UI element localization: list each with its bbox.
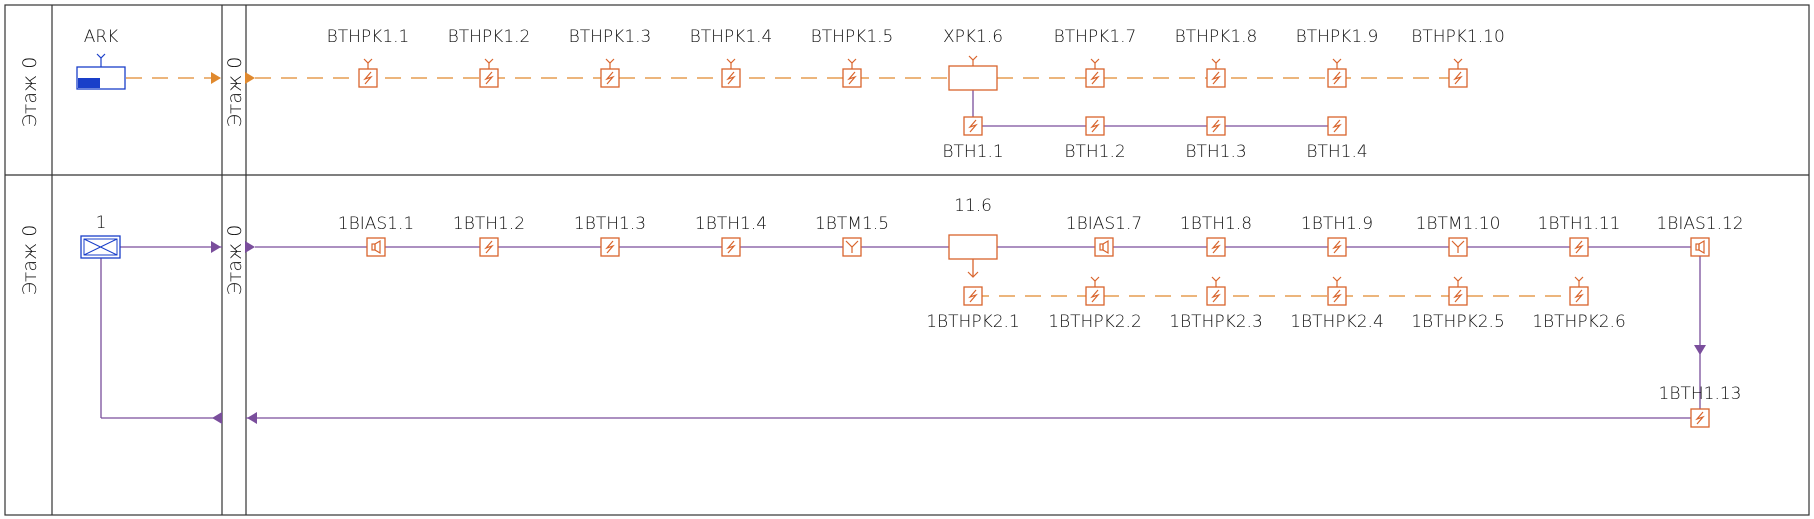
row1-label-BTHPK1.4: BTHPK1.4 <box>690 27 773 47</box>
row2-label-1BTH1.11: 1BTH1.11 <box>1538 214 1621 234</box>
row1-label-BTHPK1.9: BTHPK1.9 <box>1296 27 1379 47</box>
row1-device-BTHPK1.2[interactable] <box>479 58 499 88</box>
row1-branch-label-BTH1.3: BTH1.3 <box>1185 142 1246 162</box>
row1-device-BTHPK1.8[interactable] <box>1206 58 1226 88</box>
row2-feed-arrow-left <box>211 241 221 253</box>
floor-label-row1: Этаж 0 <box>19 57 41 128</box>
row2-return-arrow-down <box>1694 345 1706 355</box>
riser-floor-label-row1: Этаж 0 <box>224 57 246 128</box>
row2-device-1BTM1.10[interactable] <box>1448 237 1468 257</box>
row1-label-XPK1.6: XPK1.6 <box>943 27 1003 47</box>
row1-branch-label-BTH1.1: BTH1.1 <box>942 142 1003 162</box>
junction-box-1[interactable] <box>80 235 121 259</box>
row2-branch-device-1BTHPK2.1[interactable] <box>963 286 983 306</box>
row1-branch-label-BTH1.4: BTH1.4 <box>1306 142 1367 162</box>
row2-device-1BTH1.9[interactable] <box>1327 237 1347 257</box>
row2-branch-device-1BTHPK2.4[interactable] <box>1327 276 1347 306</box>
diagram-frame <box>4 4 1810 516</box>
row2-label-1BIAS1.12: 1BIAS1.12 <box>1656 214 1743 234</box>
row2-label-1BTH1.9: 1BTH1.9 <box>1301 214 1373 234</box>
row2-branch-label-1BTHPK2.6: 1BTHPK2.6 <box>1532 312 1626 332</box>
control-panel-ark[interactable] <box>76 53 126 90</box>
row1-device-BTHPK1.1[interactable] <box>358 58 378 88</box>
row1-label-BTHPK1.3: BTHPK1.3 <box>569 27 652 47</box>
row2-label-1BTM1.10: 1BTM1.10 <box>1416 214 1501 234</box>
row1-label-BTHPK1.8: BTHPK1.8 <box>1175 27 1258 47</box>
row2-device-1BTH1.4[interactable] <box>721 237 741 257</box>
row2-branch-label-1BTHPK2.4: 1BTHPK2.4 <box>1290 312 1384 332</box>
row2-return-arrow-right <box>247 412 257 424</box>
row2-branch-device-1BTHPK2.3[interactable] <box>1206 276 1226 306</box>
row2-branch-label-1BTHPK2.5: 1BTHPK2.5 <box>1411 312 1505 332</box>
row2-device-1BTH1.3[interactable] <box>600 237 620 257</box>
row2-return-arrow-left <box>212 412 222 424</box>
row1-label-BTHPK1.5: BTHPK1.5 <box>811 27 894 47</box>
row1-branch-device-BTH1.2[interactable] <box>1085 116 1105 136</box>
row1-label-BTHPK1.7: BTHPK1.7 <box>1054 27 1137 47</box>
row2-branch-device-1BTHPK2.6[interactable] <box>1569 276 1589 306</box>
row2-device-1BTH1.11[interactable] <box>1569 237 1589 257</box>
row2-branch-drop-tip <box>967 271 979 278</box>
device-labels: ARK BTHPK1.1 BTHPK1.2 BTHPK1.3 BTHPK1.4 BTHPK… <box>84 27 1744 404</box>
row2-label-11.6: 11.6 <box>954 196 992 216</box>
row2-branch-label-1BTHPK2.2: 1BTHPK2.2 <box>1048 312 1142 332</box>
row1-feed-arrow-left <box>211 72 221 84</box>
row1-device-BTHPK1.5[interactable] <box>842 58 862 88</box>
row2-label-1BTH1.4: 1BTH1.4 <box>695 214 767 234</box>
row2-device-1BIAS1.12[interactable] <box>1690 237 1710 257</box>
row2-branch-label-1BTHPK2.1: 1BTHPK2.1 <box>926 312 1020 332</box>
row2-device-1BIAS1.7[interactable] <box>1094 237 1114 257</box>
row2-feed-arrow-right <box>245 241 255 253</box>
row1-device-BTHPK1.4[interactable] <box>721 58 741 88</box>
row1-branch-device-BTH1.4[interactable] <box>1327 116 1347 136</box>
row1-device-BTHPK1.7[interactable] <box>1085 58 1105 88</box>
row1-feed-arrow-right <box>245 72 255 84</box>
row2-device-1BTM1.5[interactable] <box>842 237 862 257</box>
panel-label-ark: ARK <box>84 27 119 47</box>
row1-label-BTHPK1.1: BTHPK1.1 <box>327 27 410 47</box>
row2-label-1BIAS1.7: 1BIAS1.7 <box>1066 214 1142 234</box>
junction-box-label: 1 <box>96 213 107 233</box>
device-symbols <box>76 53 1710 428</box>
row1-label-BTHPK1.2: BTHPK1.2 <box>448 27 531 47</box>
row2-label-1BTH1.3: 1BTH1.3 <box>574 214 646 234</box>
row2-branch-label-1BTHPK2.3: 1BTHPK2.3 <box>1169 312 1263 332</box>
row2-device-11.6[interactable] <box>948 234 998 260</box>
row2-return-device[interactable] <box>1690 408 1710 428</box>
row1-label-BTHPK1.10: BTHPK1.10 <box>1411 27 1505 47</box>
row1-branch-device-BTH1.1[interactable] <box>963 116 983 136</box>
row2-label-1BTH1.8: 1BTH1.8 <box>1180 214 1252 234</box>
row1-device-BTHPK1.10[interactable] <box>1448 58 1468 88</box>
row1-device-BTHPK1.9[interactable] <box>1327 58 1347 88</box>
row2-label-1BTM1.5: 1BTM1.5 <box>815 214 889 234</box>
row2-device-1BIAS1.1[interactable] <box>366 237 386 257</box>
riser-floor-label-row2: Этаж 0 <box>224 225 246 296</box>
row1-device-XPK1.6[interactable] <box>948 55 998 91</box>
row2-device-1BTH1.8[interactable] <box>1206 237 1226 257</box>
row1-branch-label-BTH1.2: BTH1.2 <box>1064 142 1125 162</box>
row2-return-label: 1BTH1.13 <box>1659 384 1742 404</box>
row2-label-1BIAS1.1: 1BIAS1.1 <box>338 214 414 234</box>
floor-label-row2: Этаж 0 <box>19 225 41 296</box>
row1-branch-device-BTH1.3[interactable] <box>1206 116 1226 136</box>
row2-branch-device-1BTHPK2.5[interactable] <box>1448 276 1468 306</box>
row2-device-1BTH1.2[interactable] <box>479 237 499 257</box>
row1-device-BTHPK1.3[interactable] <box>600 58 620 88</box>
row2-branch-device-1BTHPK2.2[interactable] <box>1085 276 1105 306</box>
row2-label-1BTH1.2: 1BTH1.2 <box>453 214 525 234</box>
